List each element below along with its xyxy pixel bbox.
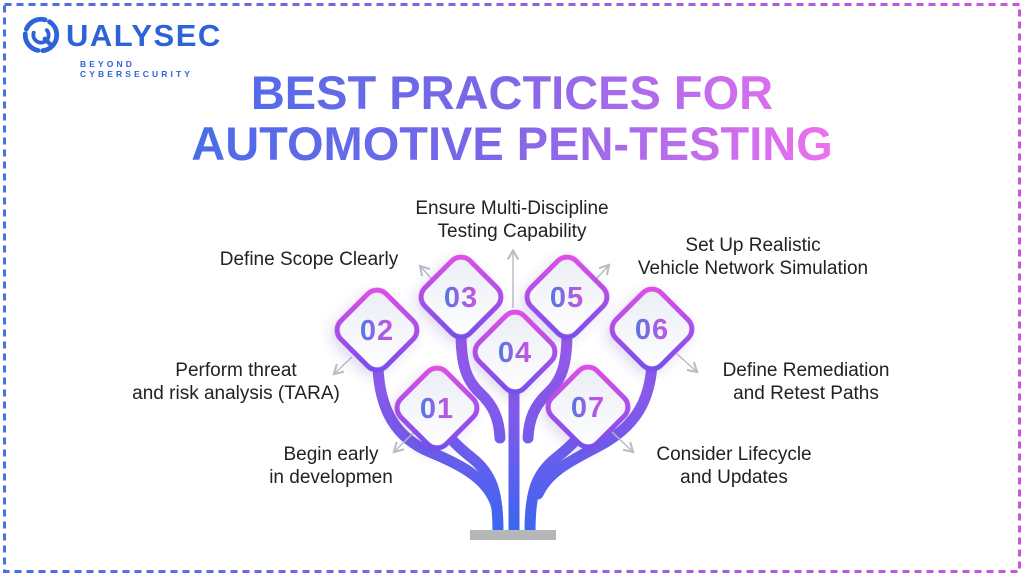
brand-tagline: BEYOND CYBERSECURITY bbox=[80, 59, 194, 79]
node-number-05: 05 bbox=[550, 282, 584, 314]
arrow-06-icon bbox=[676, 353, 699, 374]
arrow-02-icon bbox=[332, 356, 353, 376]
node-diamond-05: 05 bbox=[524, 254, 610, 340]
node-diamond-07: 07 bbox=[545, 364, 631, 450]
qualysec-logo: UALYSEC BEYOND CYBERSECURITY bbox=[20, 14, 240, 79]
node-diamond-04: 04 bbox=[472, 309, 558, 395]
label-multi-discipline: Ensure Multi-Discipline Testing Capabili… bbox=[415, 198, 609, 242]
label-network-simulation: Set Up Realistic Vehicle Network Simulat… bbox=[637, 235, 869, 279]
node-diamond-02: 02 bbox=[334, 287, 420, 373]
node-number-02: 02 bbox=[360, 315, 394, 347]
node-number-06: 06 bbox=[635, 314, 669, 346]
tree-base-bar bbox=[470, 530, 556, 540]
node-number-01: 01 bbox=[420, 393, 454, 425]
label-lifecycle: Consider Lifecycle and Updates bbox=[656, 444, 812, 488]
node-number-03: 03 bbox=[444, 282, 478, 314]
node-number-07: 07 bbox=[571, 392, 605, 424]
arrow-07-icon bbox=[611, 431, 635, 454]
node-diamond-01: 01 bbox=[394, 365, 480, 451]
node-number-04: 04 bbox=[498, 337, 532, 369]
label-threat-analysis: Perform threat and risk analysis (TARA) bbox=[132, 360, 340, 404]
brand-wordmark: UALYSEC bbox=[66, 17, 222, 53]
label-remediation: Define Remediation and Retest Paths bbox=[722, 360, 890, 404]
node-diamond-06: 06 bbox=[609, 286, 695, 372]
node-diamond-03: 03 bbox=[418, 254, 504, 340]
arrow-01-icon bbox=[392, 432, 414, 454]
label-define-scope: Define Scope Clearly bbox=[219, 249, 399, 270]
label-begin-early: Begin early in developmen bbox=[269, 444, 393, 488]
qualysec-q-icon bbox=[22, 16, 60, 54]
